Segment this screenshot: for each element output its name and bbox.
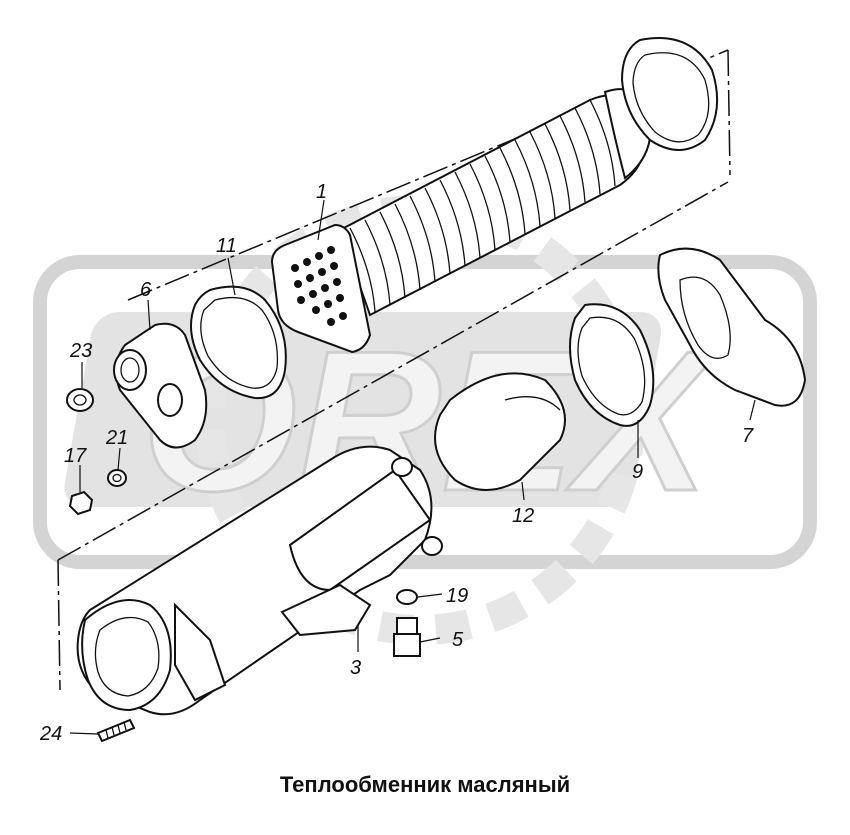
washer-21 — [107, 469, 127, 487]
callout-3: 3 — [350, 657, 361, 679]
seal-ring-19 — [396, 589, 418, 605]
callout-7: 7 — [742, 425, 754, 447]
housing-3 — [76, 445, 443, 716]
callout-9: 9 — [632, 461, 643, 483]
end-cover-7 — [657, 247, 807, 407]
fitting-5 — [393, 617, 421, 657]
gasket-9 — [569, 303, 655, 427]
axis-line-right — [727, 49, 731, 176]
gasket-top-right — [620, 37, 719, 151]
diagram-caption: Теплообменник масляный — [279, 772, 571, 797]
callout-19: 19 — [446, 585, 468, 607]
stud-24 — [96, 718, 136, 743]
callout-17: 17 — [64, 445, 87, 467]
callout-1: 1 — [316, 181, 327, 203]
gasket-11 — [190, 285, 287, 400]
cover-6 — [113, 322, 208, 449]
callout-24: 24 — [39, 723, 62, 745]
callout-12: 12 — [512, 505, 534, 527]
axis-line-left — [57, 559, 61, 691]
nut-23 — [66, 388, 94, 412]
axis-line-lower — [57, 181, 729, 561]
callout-23: 23 — [69, 340, 92, 362]
leader-lines — [69, 199, 756, 735]
callout-21: 21 — [105, 427, 128, 449]
nut-17 — [68, 490, 94, 516]
callout-11: 11 — [216, 235, 237, 257]
sleeve-12 — [434, 372, 566, 491]
callout-6: 6 — [140, 279, 152, 301]
callout-5: 5 — [452, 629, 464, 651]
